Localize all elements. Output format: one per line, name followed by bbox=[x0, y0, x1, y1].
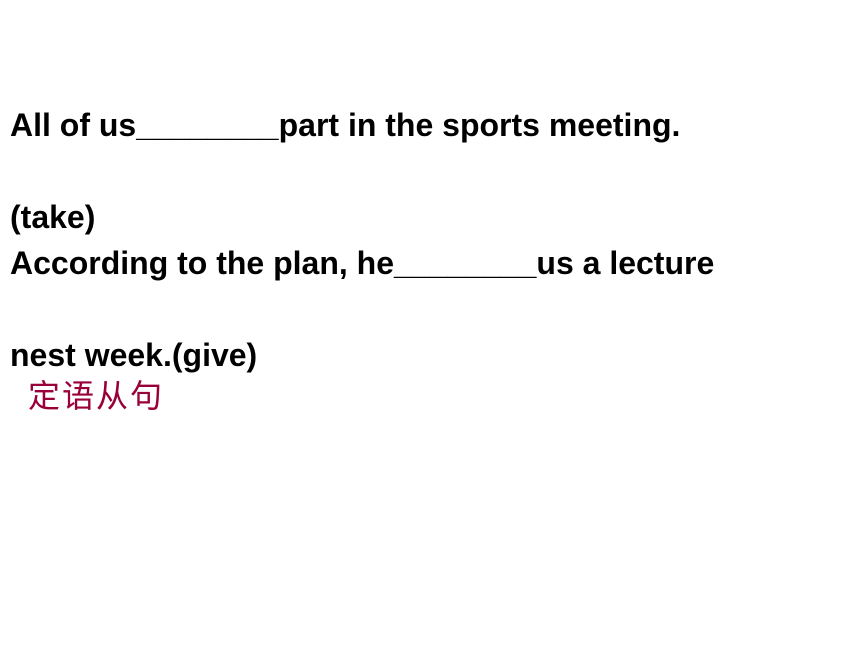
exercise-1: All of us________part in the sports meet… bbox=[10, 56, 855, 286]
section-heading: 定语从句 bbox=[28, 377, 165, 415]
exercise-1-sentence: All of us________part in the sports meet… bbox=[10, 107, 681, 143]
exercise-2-hint: nest week.(give) bbox=[10, 337, 258, 373]
exercise-1-hint: (take) bbox=[10, 199, 96, 235]
exercise-2-sentence: According to the plan, he________us a le… bbox=[10, 245, 715, 281]
exercise-2: According to the plan, he________us a le… bbox=[10, 194, 855, 424]
